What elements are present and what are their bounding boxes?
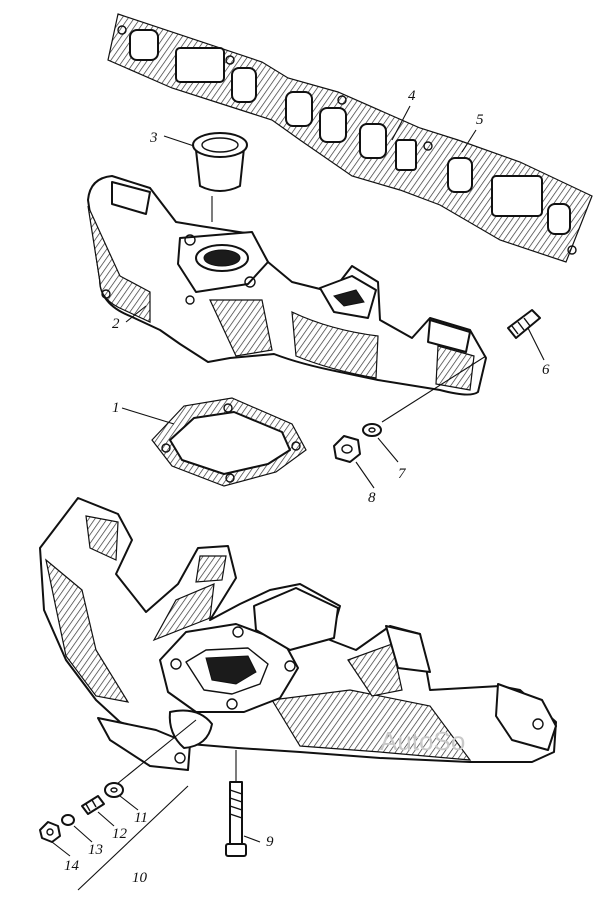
assembly-axis-line	[381, 355, 487, 423]
callout-3: 3	[149, 130, 158, 146]
leader-lines	[51, 105, 545, 857]
callout-10: 10	[132, 870, 148, 886]
callout-5: 5	[476, 112, 484, 128]
callout-13: 13	[88, 842, 103, 858]
callout-2: 2	[112, 316, 120, 332]
callout-11: 11	[134, 810, 148, 826]
watermark: AutoSo	[380, 726, 465, 756]
bracket-10	[77, 785, 189, 891]
nut-8	[333, 435, 361, 463]
washer-13	[61, 814, 75, 826]
callout-8: 8	[368, 490, 376, 506]
callout-7: 7	[398, 466, 407, 482]
bolt-9	[225, 750, 247, 857]
callout-6: 6	[542, 362, 550, 378]
callout-14: 14	[64, 858, 80, 874]
upper-intake-manifold	[87, 175, 487, 396]
pipe-sleeve	[192, 132, 248, 222]
flange-gasket	[151, 397, 307, 487]
stud-12	[81, 795, 105, 815]
stud-axis-line	[111, 719, 197, 789]
stud-6	[507, 309, 541, 339]
callout-4: 4	[408, 88, 416, 104]
callout-12: 12	[112, 826, 128, 842]
callout-1: 1	[112, 400, 120, 416]
lower-exhaust-manifold	[39, 497, 557, 771]
washer-7	[362, 423, 382, 437]
nut-14	[39, 821, 61, 843]
washer-11	[104, 782, 124, 798]
callout-9: 9	[266, 834, 274, 850]
manifold-gasket	[107, 13, 593, 263]
